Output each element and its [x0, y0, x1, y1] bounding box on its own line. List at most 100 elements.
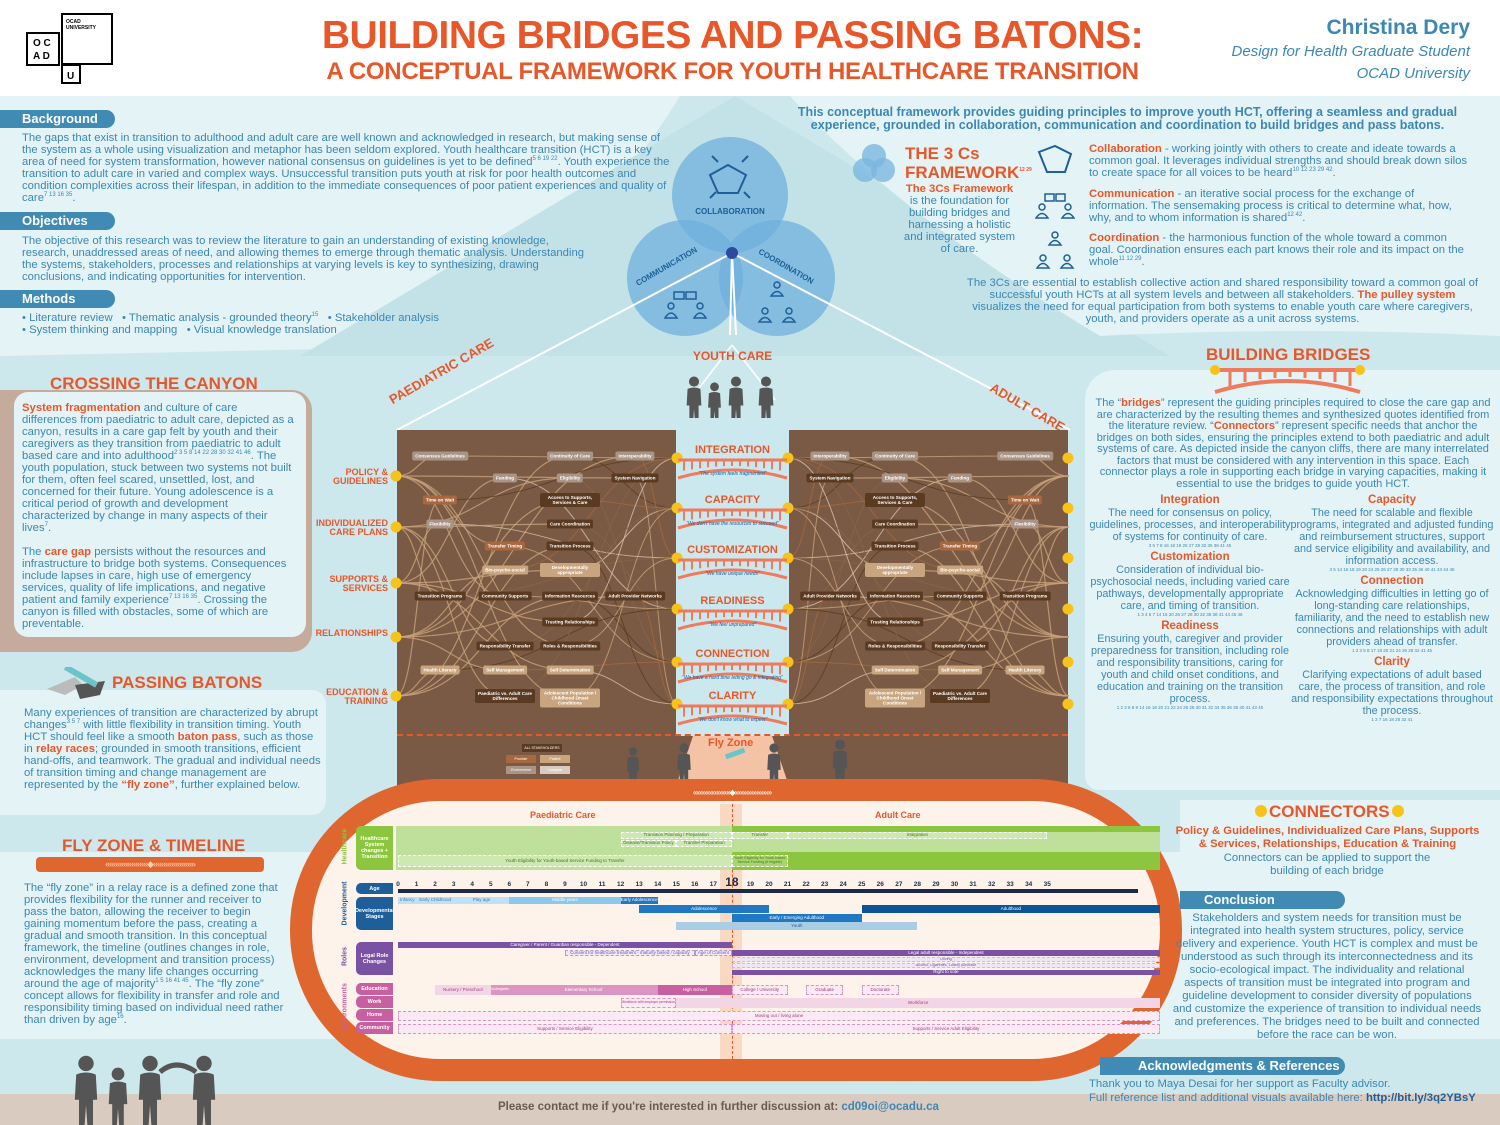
framework-intro: This conceptual framework provides guidi…: [797, 105, 1458, 132]
text-run: .: [72, 192, 76, 204]
bridge-quote: “We have unique needs”: [705, 571, 760, 577]
contact-email-link[interactable]: cd09oi@ocadu.ca: [841, 1101, 939, 1113]
connector-dot-icon: [1255, 805, 1267, 817]
track-arrow-strip: ‹‹‹‹‹‹‹‹‹‹‹‹‹‹‹‹‹‹‹‹‹‹◆›››››››››››››››››…: [617, 786, 847, 800]
bridge-anchor-dot: [1062, 603, 1074, 615]
conclusion-text: Stakeholders and system needs for transi…: [1172, 912, 1482, 1041]
three-cs-diagram: [396, 137, 1071, 431]
communication-definition: Communication - an iterative social proc…: [1089, 188, 1469, 224]
bridge-anchor-dot: [782, 552, 794, 564]
age-tick-label: 33: [1006, 881, 1014, 888]
text-run: . Crossing the canyon is filled with obs…: [22, 594, 269, 630]
references-link[interactable]: http://bit.ly/3q2YBsY: [1365, 1092, 1476, 1104]
text-run: . The “fly zone” concept allows for flex…: [24, 978, 284, 1026]
team-people-icon: [74, 1055, 216, 1125]
timeline-bar: High School: [657, 985, 732, 995]
bridge-label-capacity: CAPACITY: [704, 494, 761, 506]
canyon-factor-node: Eligibility: [556, 473, 584, 483]
age-tick-label: 23: [821, 881, 829, 888]
canyon-factor-node: Self Management: [938, 665, 982, 675]
flyzone-arrow-strip: ‹‹‹‹‹‹‹‹‹‹‹‹‹‹‹‹‹‹‹‹‹◆››››››››››››››››››…: [36, 857, 264, 872]
canyon-factor-node: Time on Wait: [1007, 495, 1043, 505]
connectors-note: Connectors can be applied to support the…: [1223, 852, 1431, 877]
timeline-bar: Adulthood: [861, 905, 1160, 913]
canyon-factor-node: Self Determination: [546, 665, 594, 675]
text-run: .: [47, 522, 52, 534]
age-tick-label: 34: [1025, 881, 1033, 888]
timeline-bar: Play age: [453, 897, 510, 904]
connector-label-3: RELATIONSHIPS: [315, 628, 388, 638]
canyon-factor-node: Continuity of Care: [547, 451, 593, 461]
highlight-text: Connectors: [1213, 420, 1275, 432]
background-text: The gaps that exist in transition to adu…: [22, 132, 670, 204]
principle-text: Ensuring youth, caregiver and provider p…: [1090, 633, 1290, 705]
bridge-anchor-dot: [1062, 656, 1074, 668]
connectors-title-text: CONNECTORS: [1269, 802, 1390, 821]
text-run: The gaps that exist in transition to adu…: [22, 132, 661, 168]
author-name: Christina Dery: [1326, 16, 1470, 39]
text-run: - an iterative social process for the ex…: [1089, 188, 1452, 224]
header: O C A D U OCAD UNIVERSITY BUILDING BRIDG…: [0, 0, 1500, 96]
objectives-text: The objective of this research was to re…: [22, 235, 587, 283]
crossing-panel: [14, 392, 306, 637]
flyzone-title: FLY ZONE & TIMELINE: [62, 836, 246, 855]
connector-dot-left: [390, 521, 402, 533]
age-tick-label: 17: [709, 881, 717, 888]
timeline-bar: Infancy: [398, 897, 417, 904]
canyon-factor-node: Funding: [947, 473, 973, 483]
contact-text: Please contact me if you're interested i…: [498, 1101, 842, 1113]
bridge-graphic: [677, 508, 788, 530]
timeline-bar: Disease/Transition Policy: [620, 840, 677, 847]
timeline-category-development: Development: [341, 881, 349, 926]
text-run: The 3Cs are essential to establish colle…: [966, 277, 1479, 301]
connector-label-2: SUPPORTS & SERVICES: [329, 574, 388, 593]
connector-label-0: POLICY & GUIDELINES: [332, 467, 388, 486]
fly-zone-divider: [397, 734, 1068, 736]
methods-line-1: • Literature review • Thematic analysis …: [22, 312, 542, 324]
citation: 10 12 23 29 42: [1292, 167, 1333, 173]
highlight-text: The 3Cs Framework: [905, 183, 1014, 195]
batons-title: PASSING BATONS: [112, 673, 263, 692]
bridge-anchor-dot: [782, 603, 794, 615]
age-tick-label: 21: [783, 881, 792, 888]
canyon-factor-node: Bio-psycho-social: [937, 565, 983, 575]
crossing-paragraph-2: The care gap persists without the resour…: [22, 546, 294, 630]
connector-label-4: EDUCATION & TRAINING: [326, 687, 388, 706]
age-tick-label: 11: [598, 881, 606, 888]
adult-care-heading: Adult Care: [875, 810, 921, 820]
bridges-intro: The “bridges” represent the guiding prin…: [1094, 397, 1492, 490]
timeline-category-environments: Environments: [341, 983, 349, 1030]
age-tick-label: 27: [895, 881, 903, 888]
canyon-factor-node: System Navigation: [806, 473, 854, 483]
batons-text: Many experiences of transition are chara…: [24, 707, 324, 791]
coordination-icon: [757, 281, 797, 323]
collaboration-label: COLLABORATION: [695, 207, 765, 216]
crossing-paragraph-1: System fragmentation and culture of care…: [22, 402, 294, 534]
principle-citations: 3 5 7 8 16 18 19 25 27 28 32 35 38 41 45: [1148, 543, 1232, 548]
three-cs-title-line2: FRAMEWORK: [905, 162, 1020, 182]
timeline-bar: Transfer: [731, 832, 788, 839]
timeline-bar: College / University: [731, 985, 788, 995]
bridges-title: BUILDING BRIDGES: [1206, 345, 1371, 364]
text-run: Many experiences of transition are chara…: [24, 707, 318, 731]
legend-title: ALL STAKEHOLDERS: [522, 744, 562, 752]
bridge-anchor-dot: [671, 603, 683, 615]
text-run: and culture of care differences from pae…: [22, 402, 294, 462]
canyon-factor-node: Community Supports: [933, 591, 987, 601]
legend-item: Patient: [540, 755, 570, 763]
canyon-factor-node: Transition Process: [871, 541, 919, 551]
connectors-title: CONNECTORS: [1255, 802, 1404, 822]
timeline-row-label-healthcare: Healthcare System changes + Transition: [356, 826, 393, 870]
bridge-anchor-dot: [1062, 502, 1074, 514]
canyon-factor-node: Adult Provider Networks: [605, 591, 665, 601]
citation: 15: [311, 312, 319, 318]
age-tick-label: 0: [396, 881, 400, 888]
canyon-factor-node: Adult Provider Networks: [800, 591, 860, 601]
bridge-label-readiness: READINESS: [700, 595, 765, 607]
age-tick-label: 18: [725, 875, 739, 889]
canyon-factor-node: Responsibility Transfer: [476, 641, 534, 651]
canyon-factor-node: Developmentally appropriate: [865, 563, 925, 577]
bridge-anchor-dot: [671, 452, 683, 464]
three-cs-icons: [1035, 144, 1075, 269]
